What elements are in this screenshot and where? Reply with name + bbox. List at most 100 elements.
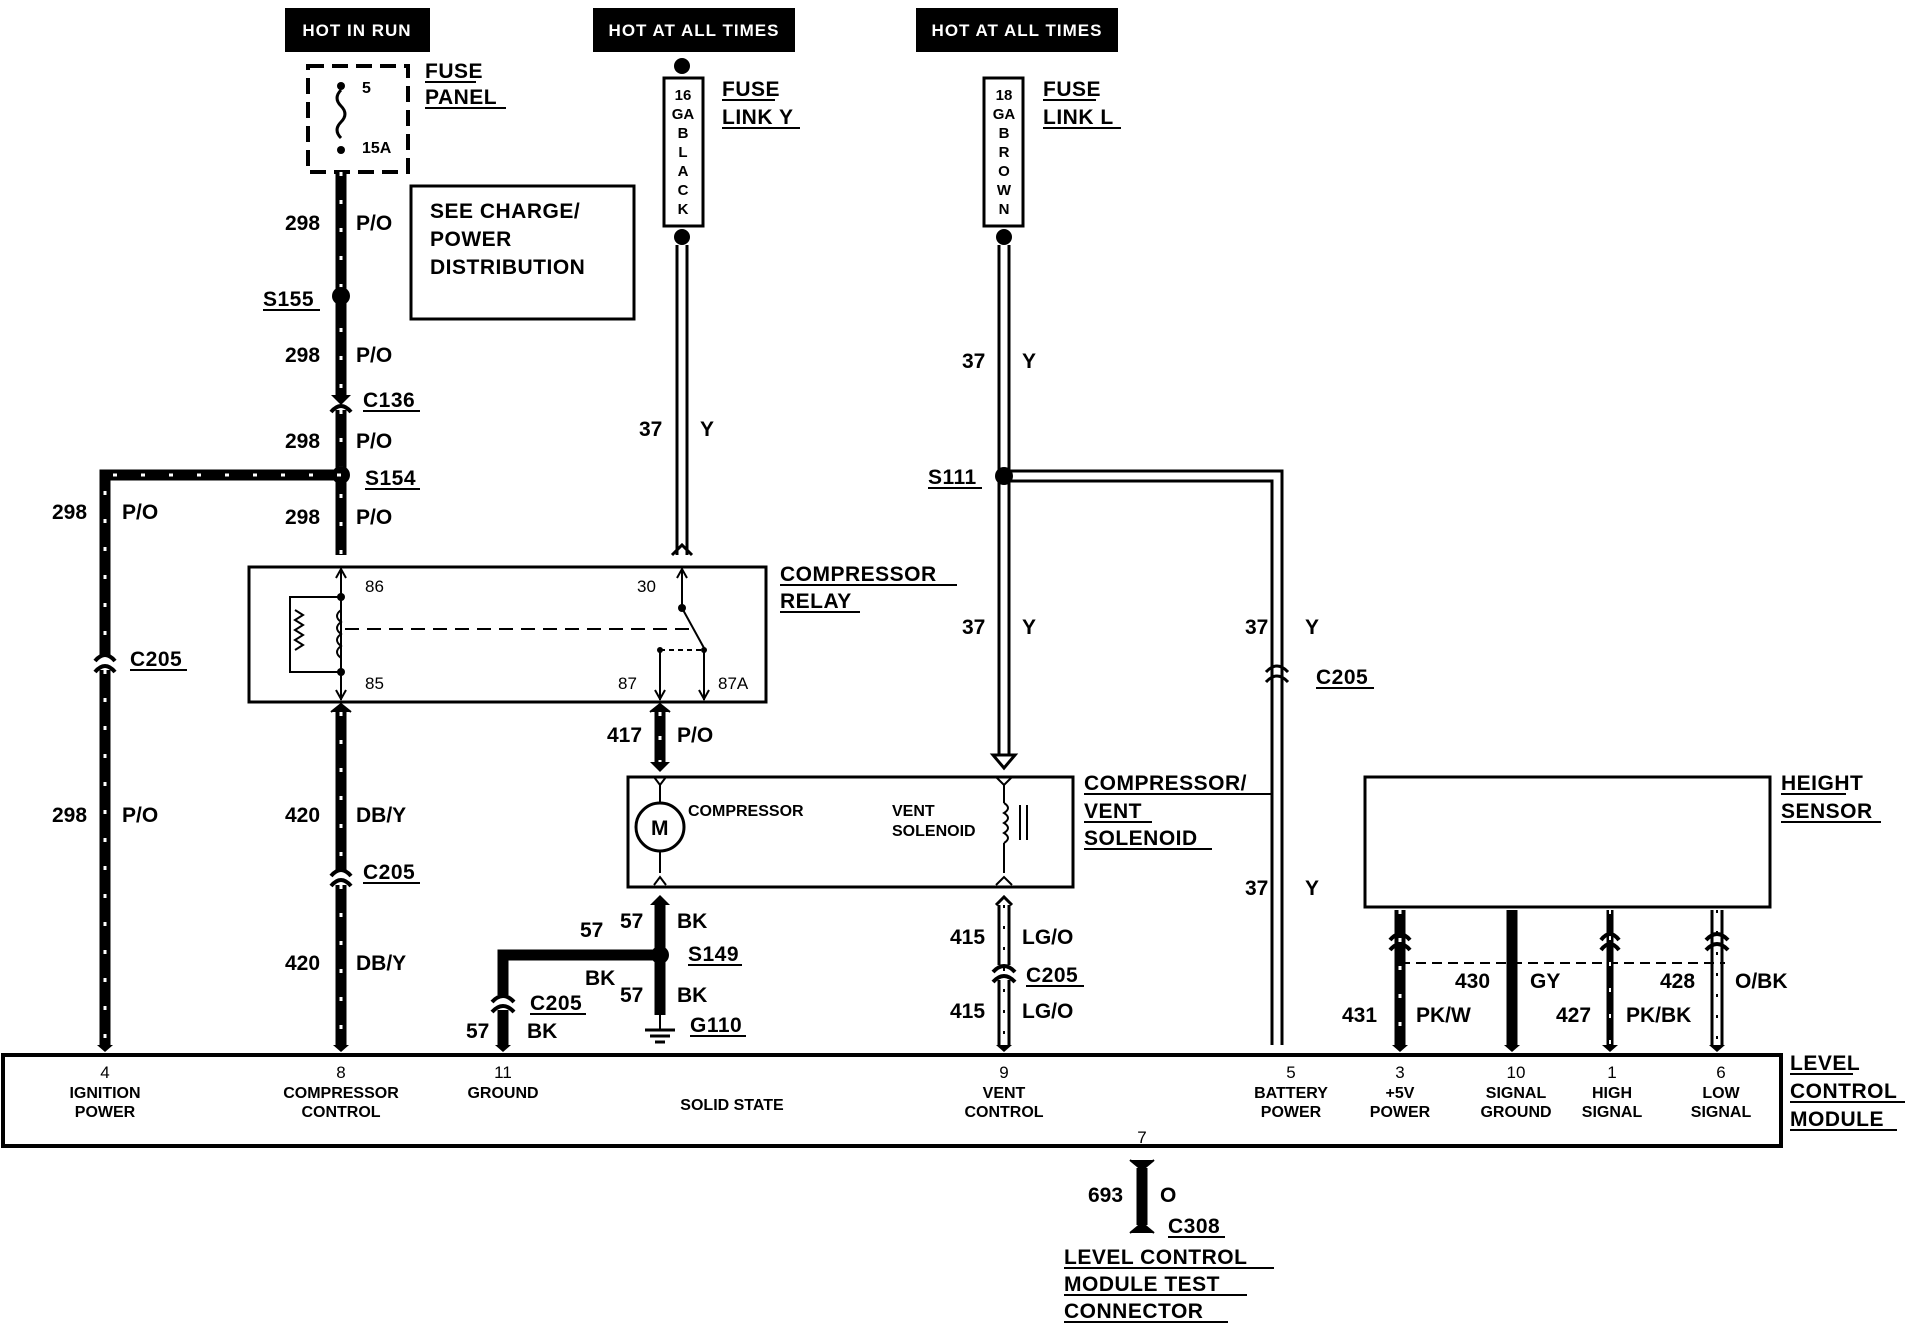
svg-text:BK: BK <box>585 967 615 990</box>
svg-text:298: 298 <box>52 501 87 524</box>
module-pin-compressor-control: 8 COMPRESSOR CONTROL <box>283 1063 399 1121</box>
svg-text:SOLID STATE: SOLID STATE <box>680 1097 784 1114</box>
svg-text:COMPRESSOR: COMPRESSOR <box>283 1085 399 1102</box>
svg-text:LG/O: LG/O <box>1022 926 1073 949</box>
svg-text:P/O: P/O <box>356 344 392 367</box>
svg-text:CONNECTOR: CONNECTOR <box>1064 1300 1203 1323</box>
fuse-link-l: 18 GA B R O W N FUSE LINK L <box>982 76 1121 245</box>
svg-text:SOLENOID: SOLENOID <box>892 823 976 840</box>
wire-415 <box>991 894 1017 1052</box>
svg-text:428: 428 <box>1660 970 1695 993</box>
svg-text:BK: BK <box>677 984 707 1007</box>
splice-s155-dot <box>332 287 350 305</box>
svg-text:420: 420 <box>285 952 320 975</box>
svg-text:LINK L: LINK L <box>1043 106 1114 129</box>
svg-text:POWER: POWER <box>75 1104 136 1121</box>
svg-text:DB/Y: DB/Y <box>356 952 406 975</box>
svg-text:GROUND: GROUND <box>467 1085 538 1102</box>
svg-text:M: M <box>651 817 669 840</box>
svg-text:7: 7 <box>1137 1128 1146 1147</box>
svg-text:HOT AT ALL TIMES: HOT AT ALL TIMES <box>932 21 1103 40</box>
svg-text:HEIGHT: HEIGHT <box>1781 772 1863 795</box>
svg-text:RELAY: RELAY <box>780 590 852 613</box>
svg-text:VENT: VENT <box>892 803 935 820</box>
hot-at-all-times-tag-2: HOT AT ALL TIMES <box>916 8 1118 52</box>
compressor-vent-solenoid: M COMPRESSOR VENT SOLENOID COMPRESSOR/ V… <box>626 772 1272 889</box>
svg-text:R: R <box>999 144 1010 161</box>
svg-text:O: O <box>998 163 1010 180</box>
svg-text:FUSE: FUSE <box>1043 78 1101 101</box>
splice-s149: S149 <box>688 943 739 966</box>
svg-text:37: 37 <box>1245 616 1268 639</box>
svg-text:420: 420 <box>285 804 320 827</box>
svg-text:LINK Y: LINK Y <box>722 106 793 129</box>
svg-text:C: C <box>678 182 689 199</box>
svg-text:DISTRIBUTION: DISTRIBUTION <box>430 256 585 279</box>
module-pin-ground: 11 GROUND <box>467 1063 538 1102</box>
svg-text:415: 415 <box>950 926 985 949</box>
svg-text:87: 87 <box>618 674 637 693</box>
connector-c136: C136 <box>363 389 415 412</box>
svg-text:SIGNAL: SIGNAL <box>1582 1104 1643 1121</box>
svg-text:57: 57 <box>466 1020 489 1043</box>
svg-text:Y: Y <box>1022 616 1036 639</box>
connector-c205-c: C205 <box>363 861 415 884</box>
svg-text:VENT: VENT <box>983 1085 1026 1102</box>
module-pin-battery-power: 5 BATTERY POWER <box>1254 1063 1328 1121</box>
wire-298-main <box>329 172 353 555</box>
svg-text:37: 37 <box>962 616 985 639</box>
svg-text:Y: Y <box>700 418 714 441</box>
svg-text:SOLENOID: SOLENOID <box>1084 827 1198 850</box>
svg-text:POWER: POWER <box>430 228 512 251</box>
svg-text:57: 57 <box>620 984 643 1007</box>
svg-text:415: 415 <box>950 1000 985 1023</box>
svg-text:9: 9 <box>999 1063 1008 1082</box>
svg-text:693: 693 <box>1088 1184 1123 1207</box>
svg-text:417: 417 <box>607 724 642 747</box>
svg-text:P/O: P/O <box>356 212 392 235</box>
svg-text:298: 298 <box>285 344 320 367</box>
svg-text:427: 427 <box>1556 1004 1591 1027</box>
test-connector: 7 693 O C308 LEVEL CONTROL MODULE TEST C… <box>1064 1128 1274 1323</box>
svg-text:O/BK: O/BK <box>1735 970 1788 993</box>
connector-c205-d: C205 <box>530 992 582 1015</box>
svg-text:HOT AT ALL TIMES: HOT AT ALL TIMES <box>609 21 780 40</box>
svg-text:86: 86 <box>365 577 384 596</box>
svg-text:POWER: POWER <box>1261 1104 1322 1121</box>
note-box: SEE CHARGE/ POWER DISTRIBUTION <box>409 184 636 321</box>
svg-text:11: 11 <box>494 1063 512 1082</box>
svg-text:O: O <box>1160 1184 1176 1207</box>
svg-text:SIGNAL: SIGNAL <box>1486 1085 1547 1102</box>
svg-text:P/O: P/O <box>356 430 392 453</box>
svg-text:P/O: P/O <box>356 506 392 529</box>
fuse-link-y: 16 GA B L A C K FUSE LINK Y <box>662 58 800 245</box>
svg-text:MODULE: MODULE <box>1790 1108 1884 1131</box>
svg-text:3: 3 <box>1395 1063 1404 1082</box>
svg-text:298: 298 <box>52 804 87 827</box>
module-pin-ignition-power: 4 IGNITION POWER <box>69 1063 140 1121</box>
svg-text:LG/O: LG/O <box>1022 1000 1073 1023</box>
level-control-module: SOLID STATE LEVEL CONTROL MODULE <box>1 1052 1905 1148</box>
svg-text:L: L <box>678 144 687 161</box>
svg-text:87A: 87A <box>718 674 749 693</box>
hot-at-all-times-tag-1: HOT AT ALL TIMES <box>593 8 795 52</box>
svg-text:DB/Y: DB/Y <box>356 804 406 827</box>
svg-text:GA: GA <box>672 106 695 123</box>
svg-text:BK: BK <box>527 1020 557 1043</box>
svg-text:10: 10 <box>1507 1063 1526 1082</box>
module-pin-vent-control: 9 VENT CONTROL <box>964 1063 1043 1121</box>
svg-text:HIGH: HIGH <box>1592 1085 1632 1102</box>
wire-420 <box>329 702 353 1052</box>
svg-text:GY: GY <box>1530 970 1560 993</box>
svg-text:430: 430 <box>1455 970 1490 993</box>
svg-text:6: 6 <box>1716 1063 1725 1082</box>
svg-text:15A: 15A <box>362 140 392 157</box>
svg-text:37: 37 <box>962 350 985 373</box>
connector-c205-a: C205 <box>130 648 182 671</box>
svg-text:CONTROL: CONTROL <box>301 1104 380 1121</box>
compressor-relay: 86 85 30 87 87A COMPRESSOR RELAY <box>247 563 957 704</box>
svg-text:HOT IN RUN: HOT IN RUN <box>302 21 411 40</box>
height-sensor: HEIGHT SENSOR <box>1363 772 1881 964</box>
svg-text:16: 16 <box>675 87 692 104</box>
svg-text:8: 8 <box>336 1063 345 1082</box>
